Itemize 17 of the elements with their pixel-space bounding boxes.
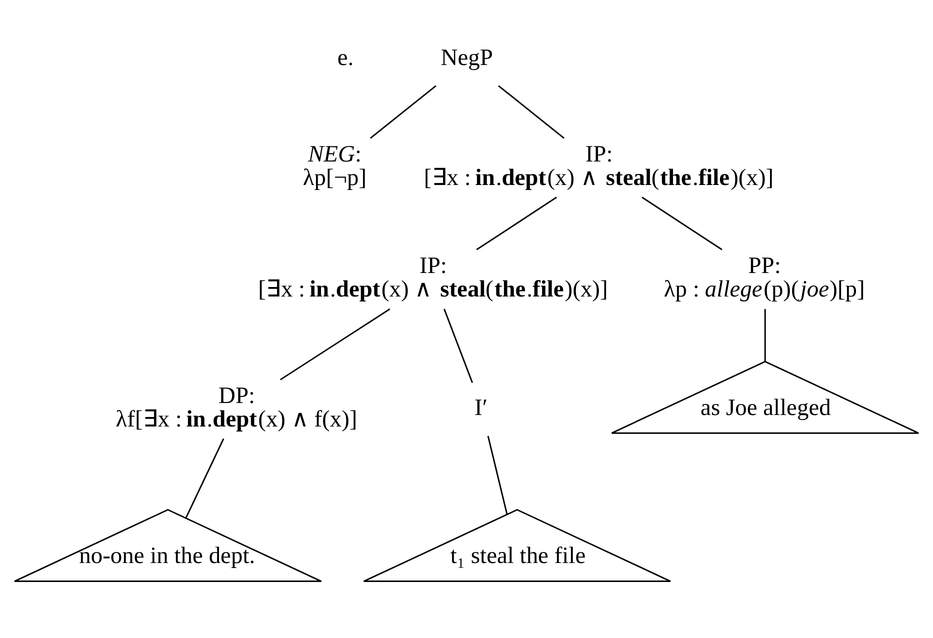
connector xyxy=(444,308,474,383)
node-text: DP: λf[∃x : in.dept(x) ∧ f(x)] xyxy=(116,383,358,433)
node-text: I′ xyxy=(474,394,488,421)
connector xyxy=(370,85,436,139)
connector xyxy=(498,85,564,139)
connector xyxy=(764,309,766,362)
connector xyxy=(280,308,390,380)
connector xyxy=(487,436,508,514)
node-text: NegP xyxy=(440,44,493,71)
node-text: IP: [∃x : in.dept(x) ∧ steal(the.file)(x)] xyxy=(258,253,608,303)
node-text: IP: [∃x : in.dept(x) ∧ steal(the.file)(x)] xyxy=(424,142,774,192)
node-text: PP: λp : allege(p)(joe)[p] xyxy=(664,253,865,303)
node-text: NEG: λp[¬p] xyxy=(302,142,367,192)
label: e. xyxy=(337,44,354,71)
connector xyxy=(642,196,722,250)
connector xyxy=(476,196,557,250)
connector xyxy=(185,438,224,518)
